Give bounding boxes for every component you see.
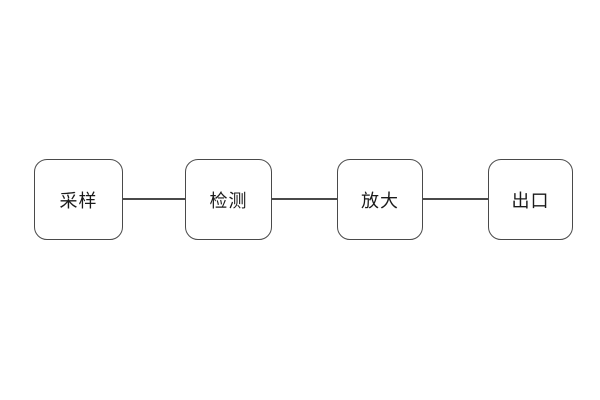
flow-node-amplify: 放大 [337,159,423,240]
flow-node-sampling: 采样 [34,159,123,240]
flow-node-outlet-label: 出口 [511,190,550,211]
flow-node-outlet: 出口 [488,159,573,240]
connector-line-1 [123,198,185,200]
flow-node-sampling-label: 采样 [59,190,98,211]
flow-node-detection: 检测 [185,159,272,240]
flow-node-amplify-label: 放大 [361,190,399,211]
connector-line-2 [272,198,337,200]
flow-node-detection-label: 检测 [209,190,248,211]
connector-line-3 [423,198,488,200]
